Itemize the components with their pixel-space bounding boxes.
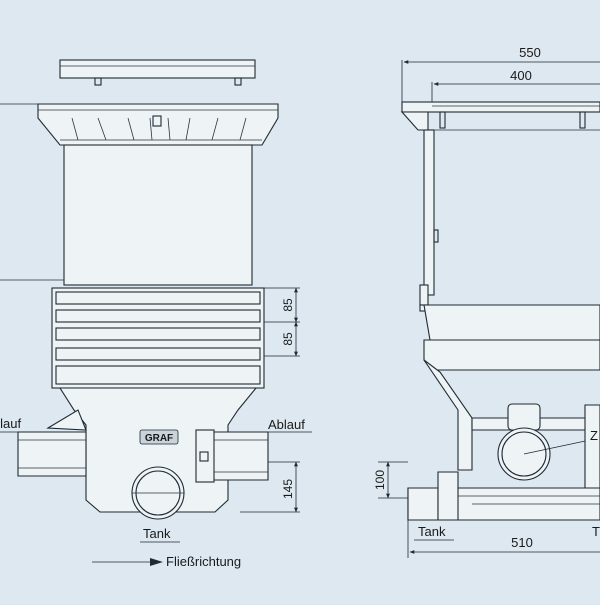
- brand-badge: GRAF: [139, 429, 179, 445]
- base-width-dimension: 510: [511, 535, 533, 550]
- top-outer-dimension: 550: [519, 45, 541, 60]
- ring-dimension-2: 85: [281, 332, 295, 346]
- partial-label-t: T: [592, 524, 600, 539]
- inlet-pipe: [17, 409, 87, 477]
- dimension-lines-top: 550 400: [401, 45, 600, 102]
- brand-text: GRAF: [145, 433, 173, 444]
- outlet-pipe: [195, 429, 269, 483]
- tank-label-left: Tank: [143, 526, 171, 541]
- tank-port: [131, 466, 185, 520]
- body-section: [423, 304, 600, 471]
- lid: [59, 59, 256, 86]
- tank-label-right: Tank: [418, 524, 446, 539]
- inlet-label: Zulauf: [0, 416, 22, 431]
- frame-section: [400, 101, 600, 131]
- partial-label-z: Z: [590, 428, 598, 443]
- corrugated-rings: [51, 287, 265, 389]
- height-dimension: 145: [281, 479, 295, 499]
- outlet-label: Ablauf: [268, 417, 305, 432]
- base-height-dimension: 100: [373, 470, 387, 490]
- dimension-lines-right: 100 510: [373, 461, 600, 558]
- ring-dimension-1: 85: [281, 298, 295, 312]
- top-inner-dimension: 400: [510, 68, 532, 83]
- section-port: [497, 403, 600, 501]
- base-section: [407, 471, 600, 521]
- support-frame: [0, 103, 279, 146]
- flow-direction: Fließrichtung: [92, 554, 241, 569]
- flow-direction-label: Fließrichtung: [166, 554, 241, 569]
- side-view: GRAF 85 85 145 Zulauf Ablauf Tank Fließr: [0, 59, 312, 569]
- shaft-tube: [0, 144, 253, 286]
- shaft-wall-section: [419, 129, 600, 312]
- section-view: 550 400: [373, 45, 600, 558]
- dimension-lines-left: 85 85 145: [240, 287, 300, 513]
